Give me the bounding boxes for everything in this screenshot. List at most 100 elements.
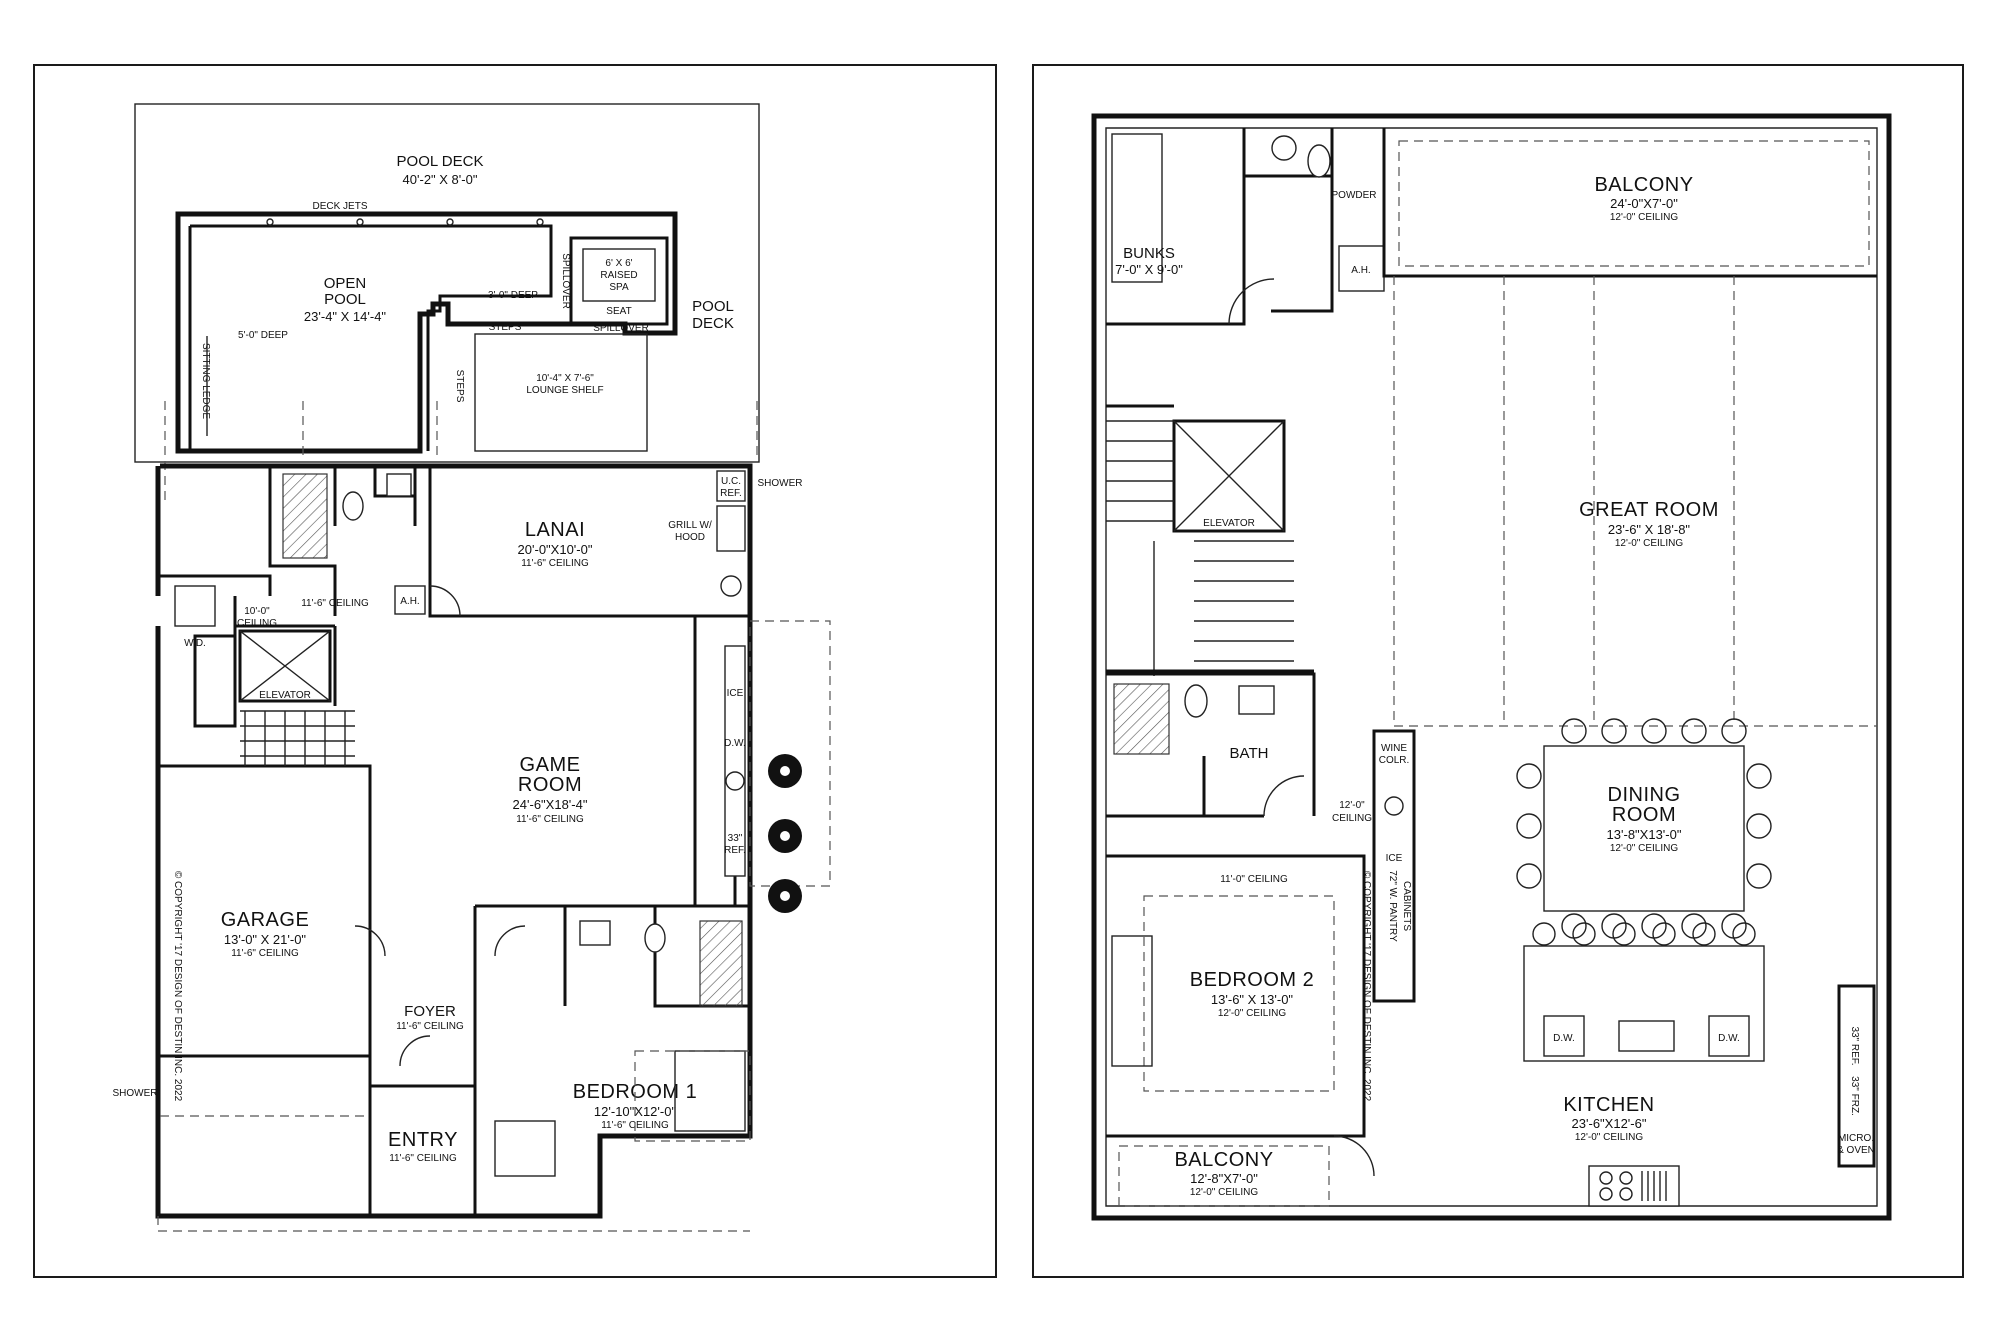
bath-toilet	[1184, 684, 1208, 718]
bedroom1-walls	[473, 766, 750, 1086]
spa-seat-label: SEAT	[606, 306, 631, 317]
foyer-ceiling: 11'-6" CEILING	[396, 1021, 464, 1032]
deck-jets-label: DECK JETS	[312, 201, 367, 212]
pool-outer-wall	[175, 211, 678, 454]
balcony-bottom-ceiling: 12'-0" CEILING	[1190, 1187, 1258, 1198]
raised-spa	[569, 236, 669, 326]
great-room-dashed	[1393, 276, 1877, 727]
dining-chair	[1721, 718, 1747, 744]
elevator-x	[1173, 420, 1285, 532]
game-room-label-2: ROOM	[518, 774, 582, 796]
uc-ref-label-1: U.C.	[721, 476, 741, 487]
great-room-size: 23'-6" X 18'-8"	[1608, 522, 1691, 537]
lounge-shelf	[474, 333, 648, 452]
steps-vertical-label: STEPS	[454, 370, 465, 403]
powder-label: POWDER	[1332, 190, 1377, 201]
open-pool-label-2: POOL	[324, 291, 366, 308]
bedroom2-size: 13'-6" X 13'-0"	[1211, 992, 1294, 1007]
pool-inner-wall	[190, 224, 553, 451]
door-swing	[429, 585, 461, 617]
second-floor-sheet: BUNKS 7'-0" X 9'-0" POWDER A.H. BALCONY …	[1032, 64, 1964, 1278]
dining-label-1: DINING	[1608, 784, 1681, 806]
fan-icon	[768, 879, 802, 913]
micro-label-1: MICRO.	[1838, 1133, 1874, 1144]
first-floor-plan: POOL DECK 40'-2" X 8'-0" POOL DECK DECK …	[113, 103, 831, 1232]
hall-ceiling-2: CEILING	[1332, 813, 1372, 824]
dining-chair	[1681, 913, 1707, 939]
bath-door-swing	[1263, 775, 1305, 817]
island-stool	[1652, 922, 1676, 946]
bunks-powder-walls	[1106, 128, 1334, 326]
pantry-column	[1372, 729, 1416, 1003]
shower-hatch-2	[699, 920, 743, 1007]
balcony-top-ceiling: 12'-0" CEILING	[1610, 212, 1678, 223]
dining-chair	[1601, 718, 1627, 744]
ice-label: ICE	[727, 688, 744, 699]
dining-ceiling: 12'-0" CEILING	[1610, 843, 1678, 854]
great-room-label: GREAT ROOM	[1579, 499, 1719, 521]
bedroom2-label: BEDROOM 2	[1190, 969, 1315, 991]
balcony-top-wall	[1382, 128, 1877, 278]
dining-chair	[1641, 913, 1667, 939]
shower-hatch-1	[282, 473, 328, 559]
micro-label-2: & OVEN	[1837, 1145, 1875, 1156]
fan-icon	[768, 819, 802, 853]
pool-deck-right-label-1: POOL	[692, 298, 734, 315]
island-stool	[1732, 922, 1756, 946]
island-stools	[1532, 922, 1756, 946]
elevator-shaft	[1172, 419, 1286, 533]
grill-fixture	[716, 505, 746, 552]
island-stool	[1572, 922, 1596, 946]
lanai-size: 20'-0"X10'-0"	[518, 542, 593, 557]
bath-walls	[268, 466, 417, 616]
ref33-label-2: REF.	[724, 845, 746, 856]
wd-label: W.D.	[184, 638, 206, 649]
elevator-label: ELEVATOR	[259, 690, 311, 701]
foyer-door-swing	[399, 1035, 431, 1067]
bedroom2-walls	[1106, 854, 1366, 1138]
toilet-fixture	[342, 491, 364, 521]
deck-dashed-lines	[164, 401, 758, 506]
elevator-walls	[235, 624, 337, 706]
balcony-bottom-size: 12'-8"X7'-0"	[1190, 1171, 1258, 1186]
dining-chair	[1516, 863, 1542, 889]
pantry-label-1: 72" W. PANTRY	[1387, 870, 1398, 942]
garage-size: 13'-0" X 21'-0"	[224, 932, 307, 947]
game-room-counter	[724, 645, 746, 877]
ah-label: A.H.	[400, 596, 419, 607]
ref33-label: 33" REF.	[1849, 1026, 1860, 1065]
ref33-label-1: 33"	[728, 833, 743, 844]
laundry-ceiling-2: CEILING	[237, 618, 277, 629]
foyer-label: FOYER	[404, 1003, 456, 1020]
lanai-sink	[720, 575, 742, 597]
elevator-label: ELEVATOR	[1203, 518, 1255, 529]
dining-chair	[1516, 763, 1542, 789]
shower-left-label: SHOWER	[113, 1088, 158, 1099]
steps-label: STEPS	[489, 322, 522, 333]
uc-ref-label-2: REF.	[720, 488, 742, 499]
spa-inner	[582, 248, 656, 302]
sitting-ledge-label: SITTING LEDGE	[200, 343, 211, 419]
game-room-ceiling: 11'-6" CEILING	[516, 814, 584, 825]
ice-label: ICE	[1386, 853, 1403, 864]
dw-right-box	[1708, 1015, 1750, 1057]
dining-table	[1543, 745, 1745, 912]
island-stool	[1692, 922, 1716, 946]
dw-left-box	[1543, 1015, 1585, 1057]
dining-chair	[1516, 813, 1542, 839]
pantry-label-2: CABINETS	[1401, 881, 1412, 931]
spa-label-2: RAISED	[600, 270, 637, 281]
balcony-top-size: 24'-0"X7'-0"	[1610, 196, 1678, 211]
dining-label-2: ROOM	[1612, 804, 1676, 826]
powder-toilet	[1307, 144, 1331, 178]
ah-label: A.H.	[1351, 265, 1370, 276]
burner	[1619, 1171, 1633, 1185]
dining-chair	[1746, 813, 1772, 839]
bedroom2-dashed	[1143, 895, 1335, 1092]
outdoor-kitchen-outline	[749, 620, 831, 887]
second-floor-plan: BUNKS 7'-0" X 9'-0" POWDER A.H. BALCONY …	[1091, 113, 1892, 1221]
garage-dashed	[157, 1115, 750, 1232]
spillover-vertical-label: SPILLOVER	[560, 253, 571, 309]
dining-size: 13'-8"X13'-0"	[1607, 827, 1682, 842]
grill-label-1: GRILL W/	[668, 520, 712, 531]
